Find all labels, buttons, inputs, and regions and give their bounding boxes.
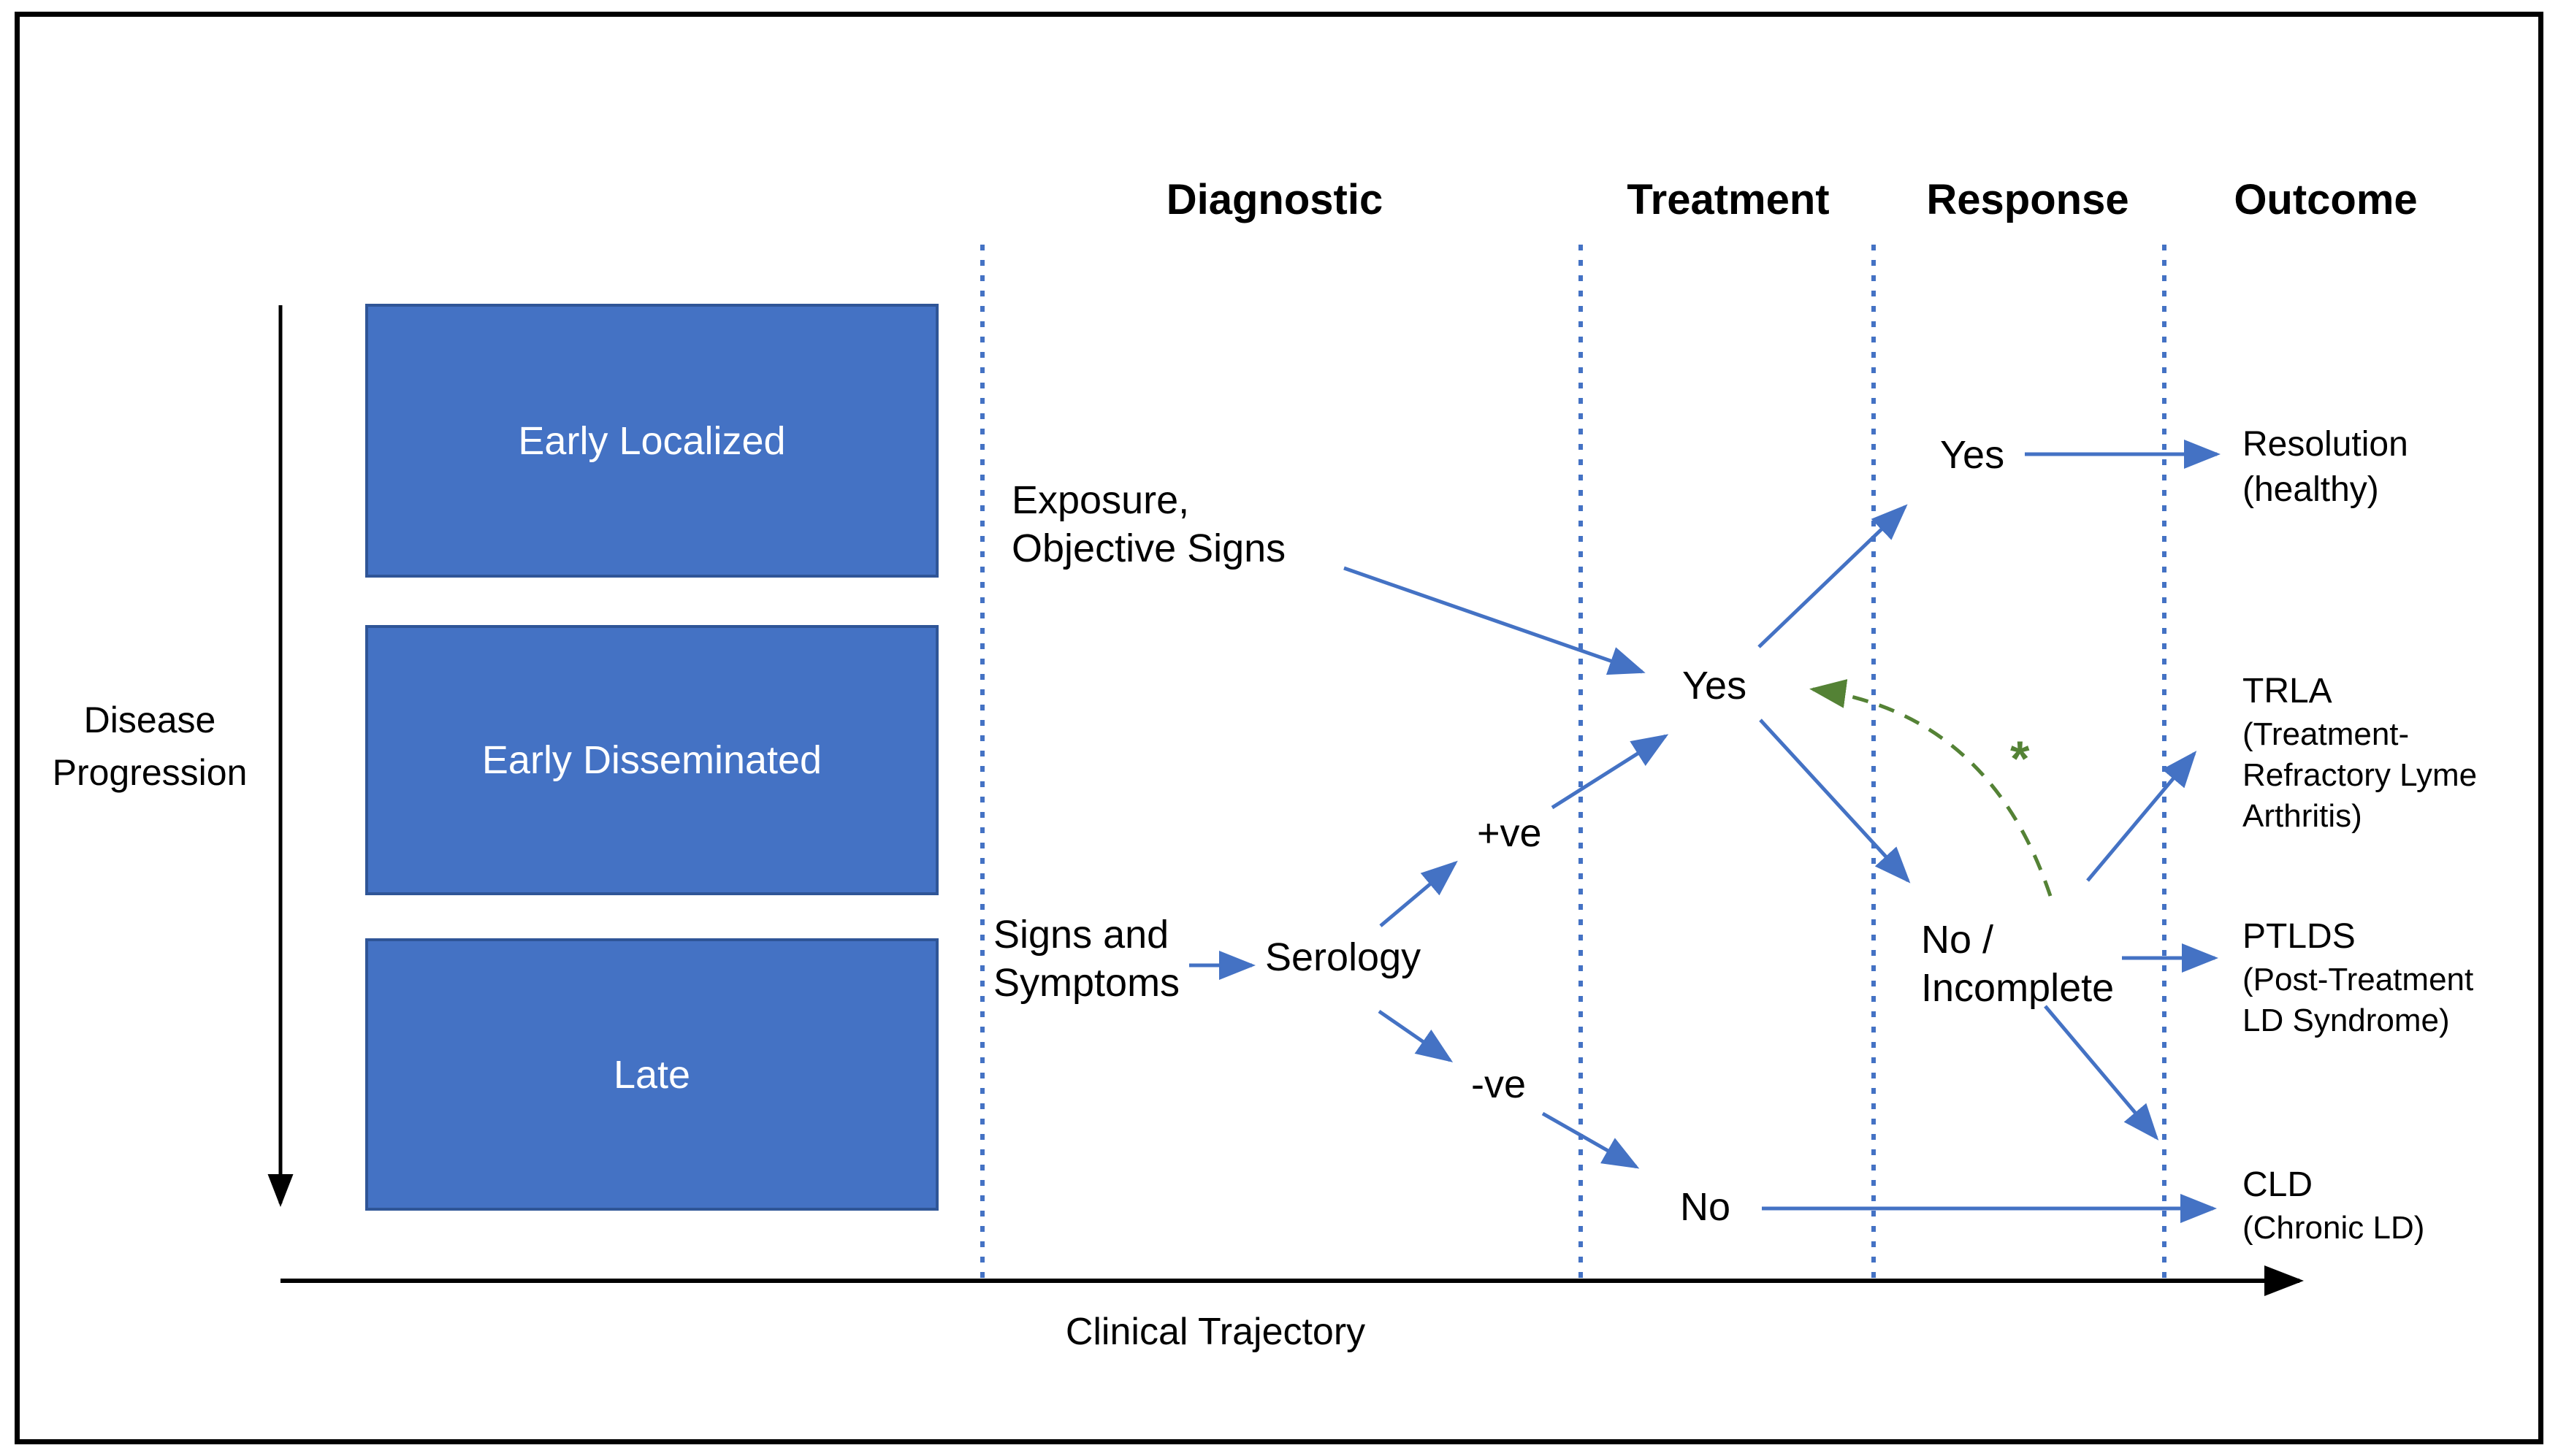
diagram-border <box>15 12 2543 1444</box>
arrow-serology-to-negative <box>1378 1009 1454 1062</box>
outcome-cld: CLD (Chronic LD) <box>2242 1162 2424 1249</box>
green-retreatment-feedback-arrow <box>1809 679 2053 897</box>
stage-box-early-disseminated: Early Disseminated <box>365 625 939 895</box>
node-response-yes: Yes <box>1940 433 2005 477</box>
signs-line1: Signs and <box>993 913 1169 957</box>
arrow-positive-to-treatment-yes <box>1551 734 1669 810</box>
trla-line3: Refractory Lyme <box>2242 757 2478 793</box>
node-response-no-incomplete: No / Incomplete <box>1921 916 2114 1012</box>
outcome-trla: TRLA (Treatment- Refractory Lyme Arthrit… <box>2242 669 2477 837</box>
node-serology-negative: -ve <box>1471 1062 1527 1106</box>
column-header-outcome: Outcome <box>2234 176 2418 223</box>
signs-line2: Symptoms <box>993 961 1180 1005</box>
node-treatment-no: No <box>1680 1185 1731 1229</box>
trla-line1: TRLA <box>2242 672 2332 710</box>
trla-line4: Arthritis) <box>2242 798 2362 834</box>
arrow-treatment-yes-to-no-incomplete <box>1759 719 1911 884</box>
ptlds-line3: LD Syndrome) <box>2242 1003 2450 1038</box>
y-axis-label: Disease Progression <box>29 694 270 799</box>
column-header-response: Response <box>1926 176 2129 223</box>
resolution-line2: (healthy) <box>2242 470 2379 509</box>
node-serology: Serology <box>1265 935 1421 979</box>
x-axis-label: Clinical Trajectory <box>1065 1311 1366 1353</box>
outcome-resolution: Resolution (healthy) <box>2242 422 2408 513</box>
cld-line2: (Chronic LD) <box>2242 1210 2425 1246</box>
node-serology-positive: +ve <box>1477 811 1542 855</box>
arrow-no-incomplete-to-trla <box>2086 751 2197 882</box>
column-header-treatment: Treatment <box>1627 176 1830 223</box>
trla-line2: (Treatment- <box>2242 716 2410 752</box>
asterisk-annotation: * <box>2010 731 2030 786</box>
stage-label-early-localized: Early Localized <box>518 418 786 463</box>
ptlds-line1: PTLDS <box>2242 917 2356 956</box>
node-exposure-objective-signs: Exposure, Objective Signs <box>1012 476 1286 572</box>
node-signs-and-symptoms: Signs and Symptoms <box>993 911 1180 1007</box>
cld-line1: CLD <box>2242 1165 2313 1204</box>
column-header-diagnostic: Diagnostic <box>1166 176 1383 223</box>
y-axis-label-line2: Progression <box>52 752 248 793</box>
arrow-exposure-to-treatment-yes <box>1343 566 1646 675</box>
stage-label-late: Late <box>613 1052 691 1097</box>
response-no-line2: Incomplete <box>1921 966 2115 1010</box>
ptlds-line2: (Post-Treatment <box>2242 962 2474 997</box>
arrow-negative-to-treatment-no <box>1541 1111 1640 1169</box>
exposure-line2: Objective Signs <box>1012 526 1286 570</box>
arrow-treatment-yes-to-response-yes <box>1757 504 1908 648</box>
arrow-serology-to-positive <box>1379 860 1458 927</box>
y-axis-label-line1: Disease <box>83 700 216 740</box>
node-treatment-yes: Yes <box>1682 664 1747 708</box>
outcome-ptlds: PTLDS (Post-Treatment LD Syndrome) <box>2242 914 2473 1041</box>
stage-label-early-disseminated: Early Disseminated <box>481 738 822 782</box>
arrow-no-incomplete-to-cld <box>2044 1005 2159 1141</box>
resolution-line1: Resolution <box>2242 425 2408 464</box>
response-no-line1: No / <box>1921 918 1994 962</box>
stage-box-early-localized: Early Localized <box>365 304 939 578</box>
stage-box-late: Late <box>365 938 939 1211</box>
exposure-line1: Exposure, <box>1012 478 1190 522</box>
